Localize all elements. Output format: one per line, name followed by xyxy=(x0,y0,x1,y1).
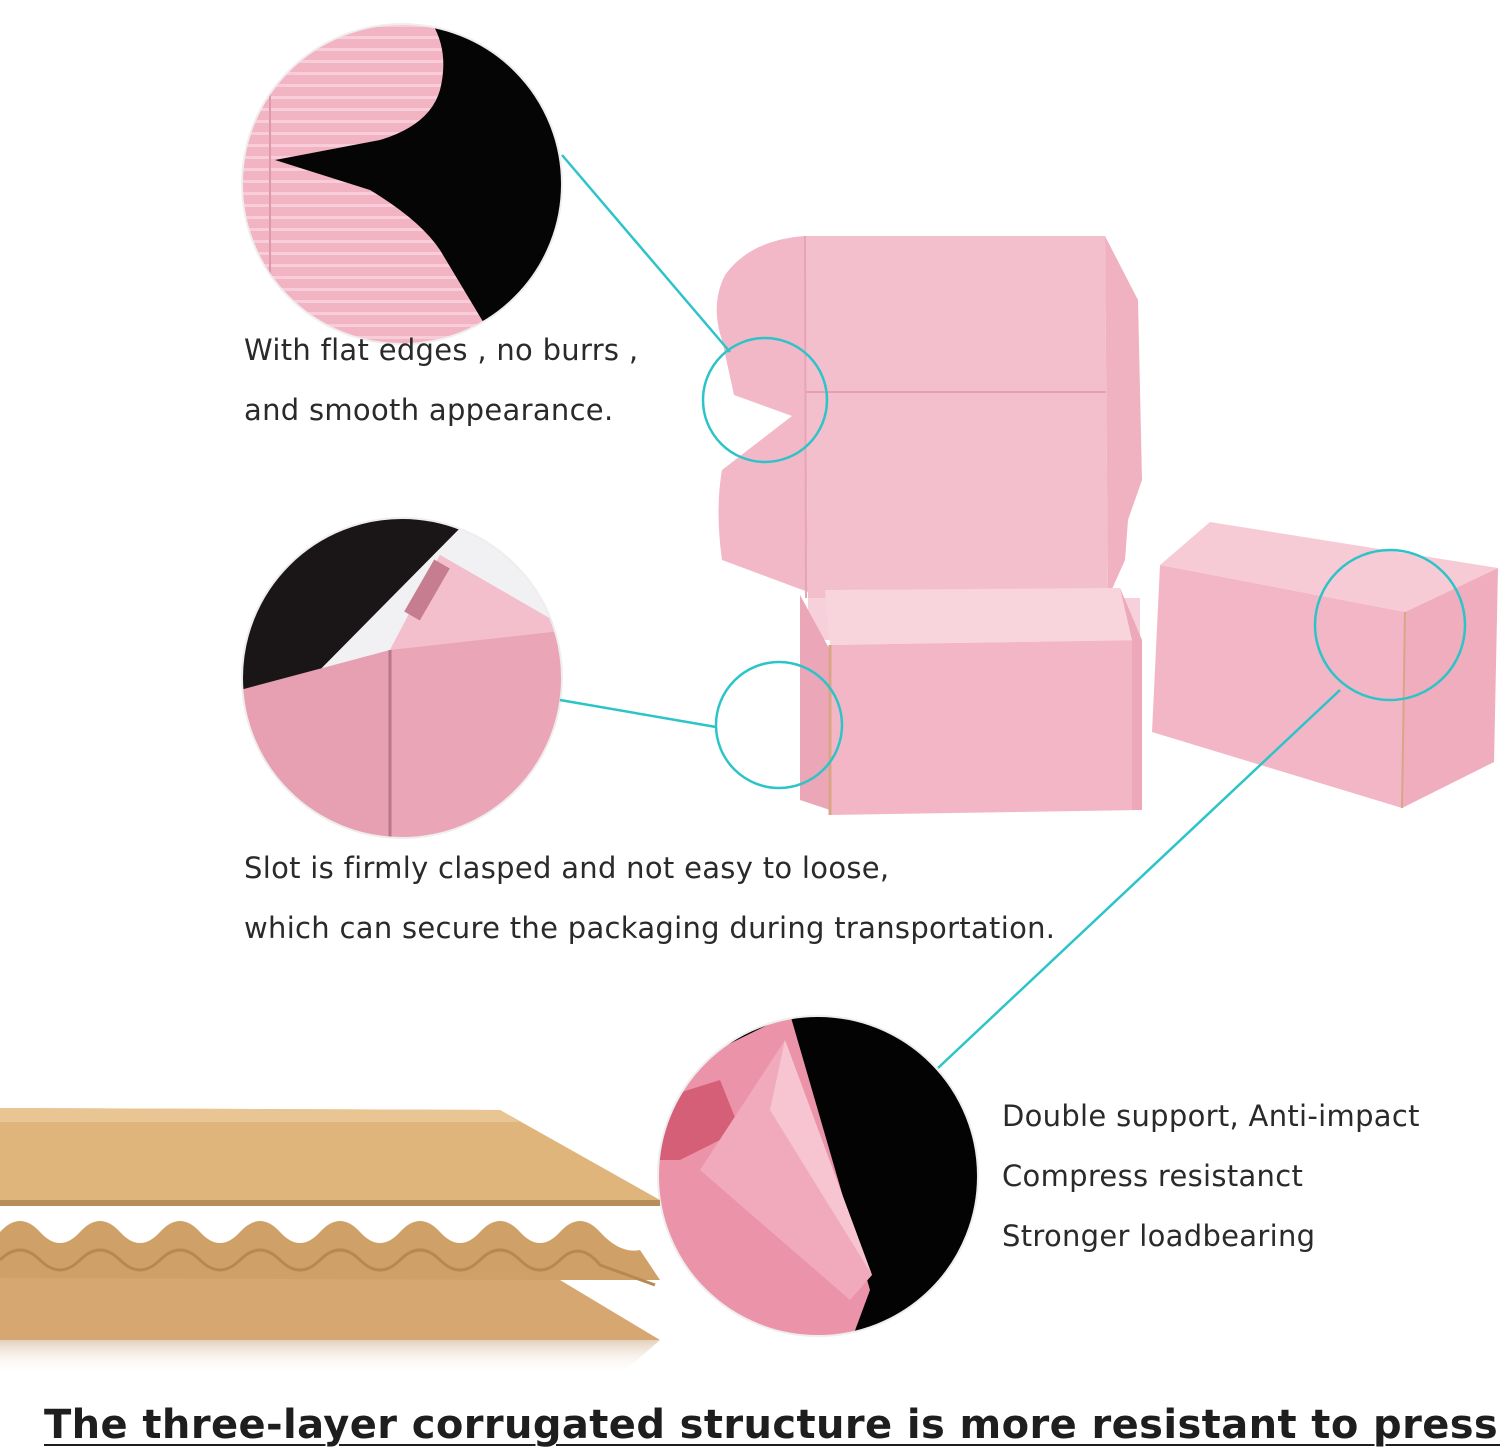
caption-line: Slot is firmly clasped and not easy to l… xyxy=(244,851,890,885)
open-mailer-box xyxy=(716,235,1142,815)
zoom-circle-slot xyxy=(241,517,563,839)
zoom-circle-flat-edges xyxy=(241,23,563,345)
caption-slot: Slot is firmly clasped and not easy to l… xyxy=(244,838,1055,958)
footer-title: The three-layer corrugated structure is … xyxy=(44,1402,1500,1448)
closed-mailer-box xyxy=(1152,522,1498,809)
caption-line: With flat edges , no burrs , xyxy=(244,333,639,367)
caption-flat-edges: With flat edges , no burrs , and smooth … xyxy=(244,320,638,440)
zoom-circle-support xyxy=(657,1015,979,1337)
caption-support: Double support, Anti-impact Compress res… xyxy=(1002,1086,1420,1266)
caption-line: Stronger loadbearing xyxy=(1002,1219,1316,1253)
caption-line: and smooth appearance. xyxy=(244,393,614,427)
corrugated-layers xyxy=(0,1108,660,1375)
caption-line: Compress resistanct xyxy=(1002,1159,1304,1193)
caption-line: which can secure the packaging during tr… xyxy=(244,911,1056,945)
caption-line: Double support, Anti-impact xyxy=(1002,1099,1420,1133)
callout-connectors xyxy=(559,154,1467,1069)
